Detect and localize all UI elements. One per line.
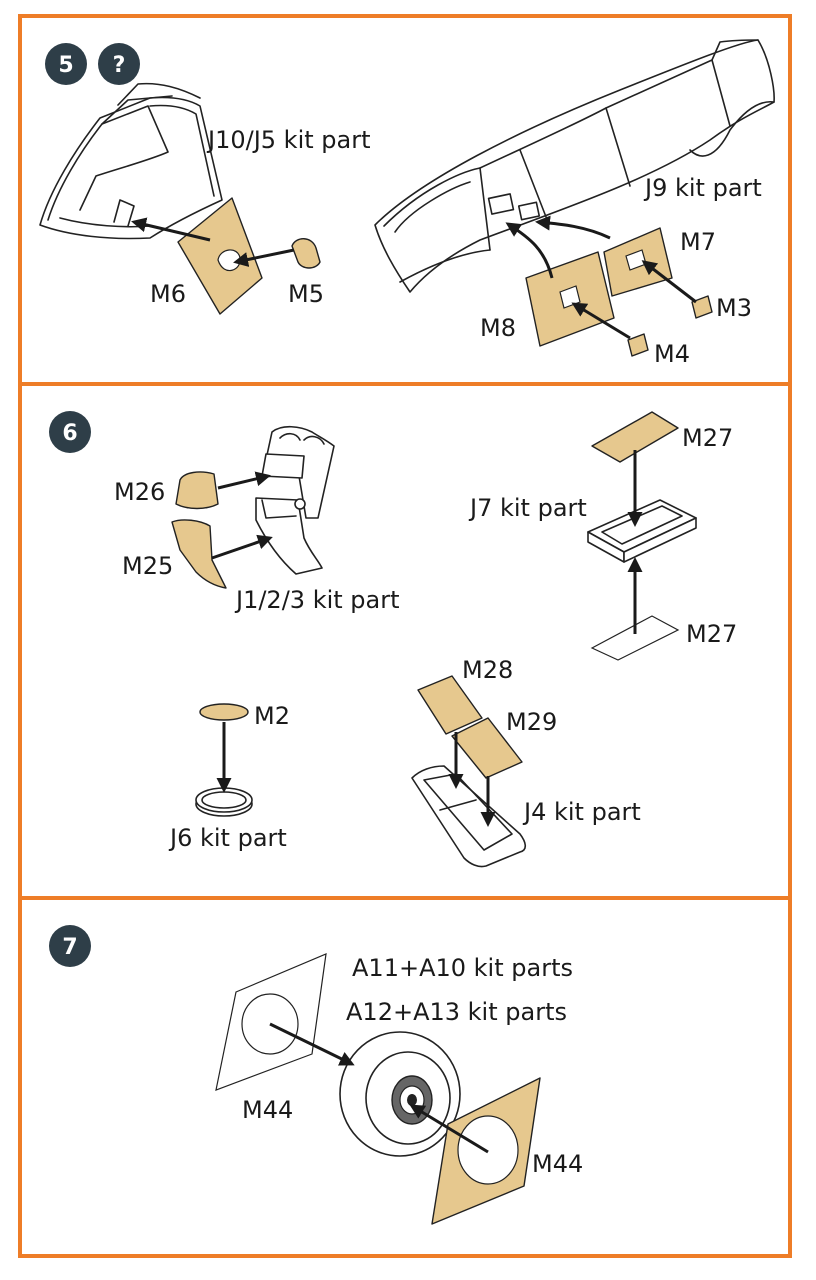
label-m44-right: M44 [532,1150,583,1178]
step-6-border [18,382,792,900]
arrow-m5-to-m6 [233,248,295,267]
label-m27-bottom: M27 [686,620,737,648]
arrow-m26-to-seat [217,471,271,490]
mask-m27-bottom [590,615,680,661]
label-m25: M25 [122,552,173,580]
seat-part-j1-2-3 [255,425,335,575]
mask-m7 [603,227,673,297]
svg-text:?: ? [113,53,126,78]
step-5-badge: 5 [45,43,87,85]
mask-m27-top [591,411,679,463]
step-5-panel: 5 ? J10/J5 kit part M6 M5 [18,14,792,386]
arrow-m8-to-canopy [505,222,554,279]
windscreen-j10-j5 [39,82,223,240]
arrow-m7-to-canopy [535,215,611,240]
question-badge: ? [98,43,140,85]
svg-text:7: 7 [62,935,77,960]
label-m7: M7 [680,228,716,256]
step-6-panel: 6 M26 M25 J1/2/3 kit part [18,382,792,900]
mask-m25 [171,519,227,589]
arrow-m44-left-to-wheel [269,1022,355,1066]
label-m44-left: M44 [242,1096,293,1124]
step-7-border [18,896,792,1258]
label-m29: M29 [506,708,557,736]
ring-j6 [195,787,253,817]
label-j9: J9 kit part [643,174,762,202]
mask-m26 [175,471,219,510]
mask-m5 [291,238,321,269]
step-7-badge: 7 [49,925,91,967]
mask-m44-left [215,953,327,1091]
step-6-badge: 6 [49,411,91,453]
mask-m2 [199,703,249,721]
label-j1-2-3: J1/2/3 kit part [234,586,400,614]
canopy-j9 [374,39,775,293]
mask-m3 [691,295,713,319]
label-m27-top: M27 [682,424,733,452]
label-m3: M3 [716,294,752,322]
mask-m4 [627,333,649,357]
label-a11-a10: A11+A10 kit parts [352,954,573,982]
label-m4: M4 [654,340,690,368]
label-m8: M8 [480,314,516,342]
label-a12-a13: A12+A13 kit parts [346,998,567,1026]
label-m26: M26 [114,478,165,506]
arrow-m25-to-seat [211,534,273,560]
part-j4 [411,765,527,868]
label-j4: J4 kit part [522,798,641,826]
svg-text:6: 6 [62,421,77,446]
label-j10-j5: J10/J5 kit part [206,126,371,154]
arrow-m3-to-m7 [641,260,697,304]
arrow-m4-to-m8 [571,302,631,340]
mask-m28 [417,675,483,735]
label-m5: M5 [288,280,324,308]
arrow-m44-right-to-wheel [409,1104,489,1154]
arrow-m6-to-windscreen [131,217,211,242]
step-7-panel: 7 A11+A10 kit parts A12+A13 kit parts M4… [18,896,792,1258]
label-j6: J6 kit part [168,824,287,852]
wheel-a10-a13 [339,1031,461,1157]
label-m28: M28 [462,656,513,684]
label-m2: M2 [254,702,290,730]
part-j7 [587,499,697,563]
label-j7: J7 kit part [468,494,587,522]
svg-text:5: 5 [58,53,73,78]
label-m6: M6 [150,280,186,308]
mask-m8 [525,251,615,347]
mask-m29 [451,717,523,779]
